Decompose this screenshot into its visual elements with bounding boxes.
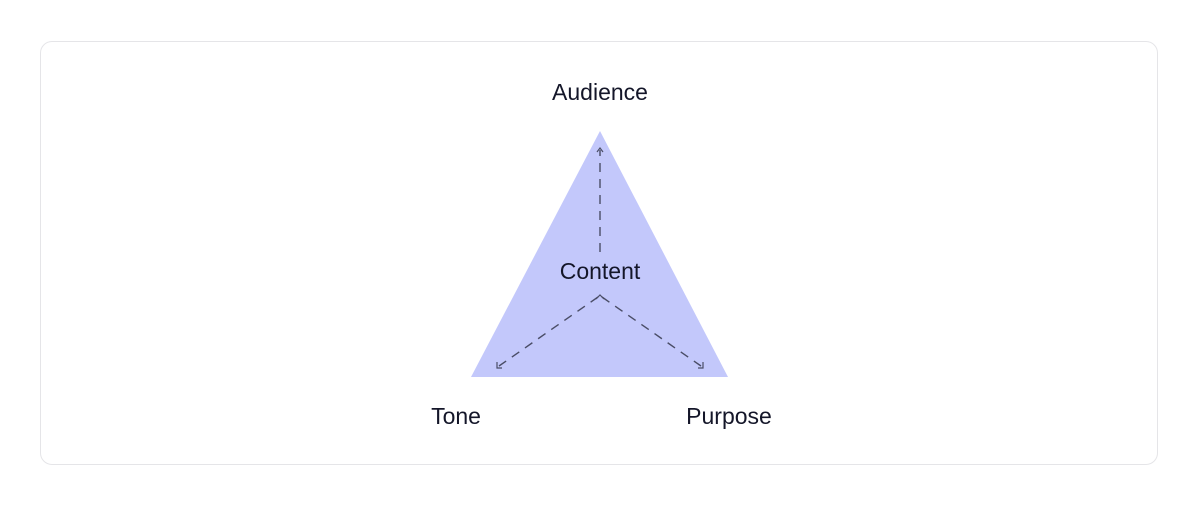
arrowhead-bottom-right-icon	[698, 362, 704, 369]
arrow-to-purpose	[601, 296, 702, 367]
arrowhead-up-icon	[596, 147, 604, 153]
triangle-shape	[471, 131, 728, 377]
arrow-to-tone	[498, 296, 599, 367]
vertex-label-tone: Tone	[431, 403, 481, 429]
arrowhead-top-icon	[595, 294, 605, 300]
vertex-label-audience: Audience	[552, 79, 648, 105]
arrowhead-bottom-left-icon	[496, 362, 502, 369]
vertex-label-purpose: Purpose	[686, 403, 772, 429]
center-label-content: Content	[559, 258, 641, 284]
